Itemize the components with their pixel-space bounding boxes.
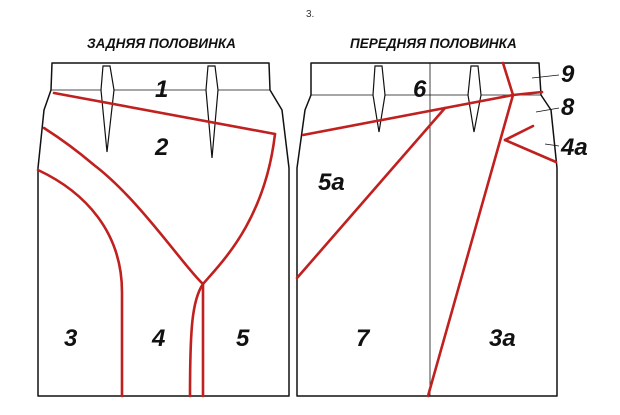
leader-line-8 — [535, 107, 560, 113]
back-cut-curve-upper — [42, 126, 277, 286]
front-cut-lines — [295, 61, 558, 398]
front-dart-left — [372, 65, 386, 133]
front-half-title: ПЕРЕДНЯЯ ПОЛОВИНКА — [350, 36, 517, 51]
front-cut-to-side — [511, 90, 544, 97]
front-cut-diagonal-long — [426, 93, 515, 398]
front-cut-pocket-upper — [503, 124, 535, 142]
piece-label-5: 5 — [236, 325, 250, 352]
leader-line-9 — [531, 74, 560, 79]
piece-label-8: 8 — [561, 94, 575, 121]
back-half-panel: ЗАДНЯЯ ПОЛОВИНКА 1 2 3 4 5 — [36, 36, 290, 398]
piece-label-5a: 5а — [318, 169, 345, 196]
back-half-title: ЗАДНЯЯ ПОЛОВИНКА — [87, 36, 236, 51]
back-dart-right — [205, 65, 219, 159]
piece-label-6: 6 — [413, 76, 427, 103]
front-cut-yoke — [301, 93, 515, 137]
leader-line-4a — [544, 143, 560, 147]
back-dart-left — [100, 65, 115, 153]
piece-label-1: 1 — [155, 76, 168, 103]
piece-label-3a: 3а — [489, 325, 516, 352]
front-cut-to-waist — [501, 61, 515, 97]
piece-label-2: 2 — [154, 134, 169, 161]
back-skirt-outline — [37, 62, 290, 397]
figure-number: 3. — [306, 9, 314, 20]
back-cut-yoke — [52, 91, 277, 136]
front-half-panel: ПЕРЕДНЯЯ ПОЛОВИНКА 6 5а 7 3а 9 8 4а — [295, 36, 588, 398]
back-cut-curve-outer — [36, 168, 124, 398]
back-cut-vertical-left — [188, 282, 205, 398]
front-cut-pocket-lower — [503, 138, 558, 164]
front-dart-right — [467, 65, 482, 133]
piece-label-7: 7 — [356, 325, 371, 352]
front-skirt-outline — [296, 62, 558, 397]
piece-label-3: 3 — [64, 325, 78, 352]
piece-label-4: 4 — [151, 325, 165, 352]
front-cut-diagonal-left — [295, 106, 447, 280]
piece-label-4a: 4а — [560, 134, 588, 161]
piece-label-9: 9 — [561, 61, 575, 88]
back-cut-lines — [36, 91, 277, 398]
